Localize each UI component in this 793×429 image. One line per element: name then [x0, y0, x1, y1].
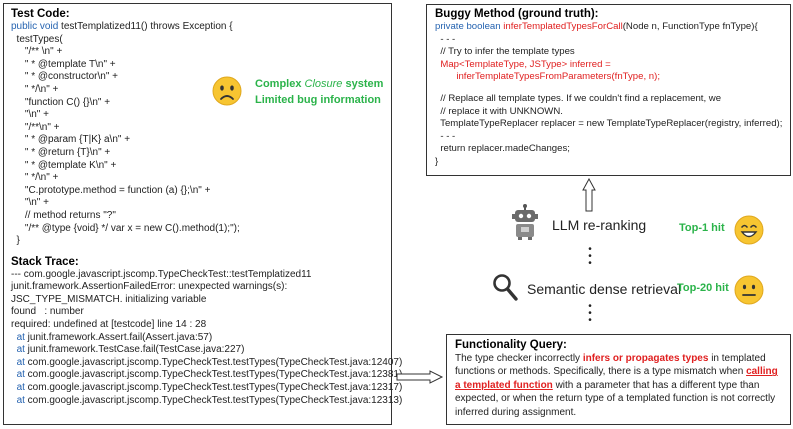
trace-line: JSC_TYPE_MISMATCH. initializing variable: [11, 293, 207, 305]
at-keyword: at: [16, 331, 25, 343]
trace-line: --- com.google.javascript.jscomp.TypeChe…: [11, 268, 312, 280]
callout-line-1: Complex Closure system: [255, 78, 384, 90]
code-line: " */\n" +: [11, 172, 59, 184]
at-keyword: at: [16, 382, 25, 394]
method-line-buggy: inferTemplateTypesFromParameters(fnType,…: [435, 71, 660, 83]
code-line: }: [11, 235, 20, 247]
method-line: return replacer.madeChanges;: [435, 143, 570, 155]
at-keyword: at: [16, 394, 25, 406]
method-line: // Try to infer the template types: [435, 46, 575, 58]
functionality-query-title: Functionality Query:: [455, 339, 567, 351]
method-line: // Replace all template types. If we cou…: [435, 92, 722, 104]
buggy-method-title: Buggy Method (ground truth):: [435, 8, 599, 20]
trace-at-line: at com.google.javascript.jscomp.TypeChec…: [16, 369, 403, 381]
trace-line: junit.framework.AssertionFailedError: un…: [11, 281, 288, 293]
code-line: " * @return {T}\n" +: [11, 146, 111, 158]
at-keyword: at: [16, 369, 25, 381]
neutral-face-icon: [734, 275, 764, 305]
sad-face-icon: [212, 76, 242, 106]
code-line: "C.prototype.method = function (a) {};\n…: [11, 184, 211, 196]
pipeline-dots: •••: [588, 244, 592, 269]
trace-line: found : number: [11, 306, 84, 318]
arrow-right-icon: [396, 370, 444, 384]
code-line: "/** @type {void} */ var x = new C().met…: [11, 222, 240, 234]
top20-hit-label: Top-20 hit: [677, 282, 729, 294]
trace-at-line: at com.google.javascript.jscomp.TypeChec…: [16, 394, 403, 406]
stack-trace-title: Stack Trace:: [11, 255, 79, 268]
method-signature: private boolean inferTemplatedTypesForCa…: [435, 21, 758, 32]
arrow-up-icon: [582, 178, 596, 212]
method-name: inferTemplatedTypesForCall: [503, 21, 623, 32]
top1-hit-label: Top-1 hit: [679, 222, 725, 234]
trace-at-line: at junit.framework.Assert.fail(Assert.ja…: [16, 331, 213, 343]
code-line: "\n" +: [11, 197, 49, 209]
test-code-title: Test Code:: [11, 8, 70, 20]
test-signature-rest: testTemplatized11() throws Exception {: [58, 21, 233, 32]
code-line: " * @template K\n" +: [11, 159, 117, 171]
buggy-method-panel: Buggy Method (ground truth): private boo…: [426, 4, 791, 176]
method-line: - - -: [435, 33, 456, 45]
method-line: [435, 84, 782, 93]
callout-line-2: Limited bug information: [255, 94, 381, 106]
code-line: "/** \n" +: [11, 46, 63, 58]
code-line: " * @param {T|K} a\n" +: [11, 134, 131, 146]
test-signature-keyword: public void: [11, 21, 59, 32]
code-line: testTypes(: [11, 33, 63, 45]
test-signature: public void testTemplatized11() throws E…: [11, 21, 384, 34]
method-line: - - -: [435, 130, 456, 142]
code-line: " */\n" +: [11, 83, 59, 95]
functionality-query-panel: Functionality Query: The type checker in…: [446, 334, 791, 425]
trace-at-line: at junit.framework.TestCase.fail(TestCas…: [16, 344, 245, 356]
llm-reranking-label: LLM re-ranking: [552, 217, 647, 233]
at-keyword: at: [16, 344, 25, 356]
grin-face-icon: [734, 215, 764, 245]
method-line: // replace it with UNKNOWN.: [435, 105, 563, 117]
code-line: " * @constructor\n" +: [11, 71, 119, 83]
complexity-callout: Complex Closure system Limited bug infor…: [255, 76, 383, 108]
code-line: "/**\n" +: [11, 121, 60, 133]
code-line: // method returns "?": [11, 209, 116, 221]
pipeline-dots: •••: [588, 301, 592, 326]
test-code-body: testTypes( "/** \n" + " * @template T\n"…: [11, 34, 384, 248]
robot-icon: [512, 204, 538, 240]
code-line: "\n" +: [11, 109, 49, 121]
trace-line: required: undefined at [testcode] line 1…: [11, 319, 207, 331]
method-line-buggy: Map<TemplateType, JSType> inferred =: [435, 58, 611, 70]
magnifier-icon: [493, 274, 518, 301]
at-keyword: at: [16, 356, 25, 368]
method-line: TemplateTypeReplacer replacer = new Temp…: [435, 118, 783, 130]
functionality-query-text: The type checker incorrectly infers or p…: [455, 353, 778, 418]
stack-trace-body: --- com.google.javascript.jscomp.TypeChe…: [11, 268, 403, 408]
method-line: }: [435, 155, 439, 167]
code-line: "function C() {}\n" +: [11, 96, 111, 108]
dense-retrieval-label: Semantic dense retrieval: [527, 281, 682, 297]
test-code-panel: Test Code: public void testTemplatized11…: [3, 3, 403, 425]
code-line: " * @template T\n" +: [11, 58, 116, 70]
trace-at-line: at com.google.javascript.jscomp.TypeChec…: [16, 382, 403, 394]
trace-at-line: at com.google.javascript.jscomp.TypeChec…: [16, 356, 403, 368]
